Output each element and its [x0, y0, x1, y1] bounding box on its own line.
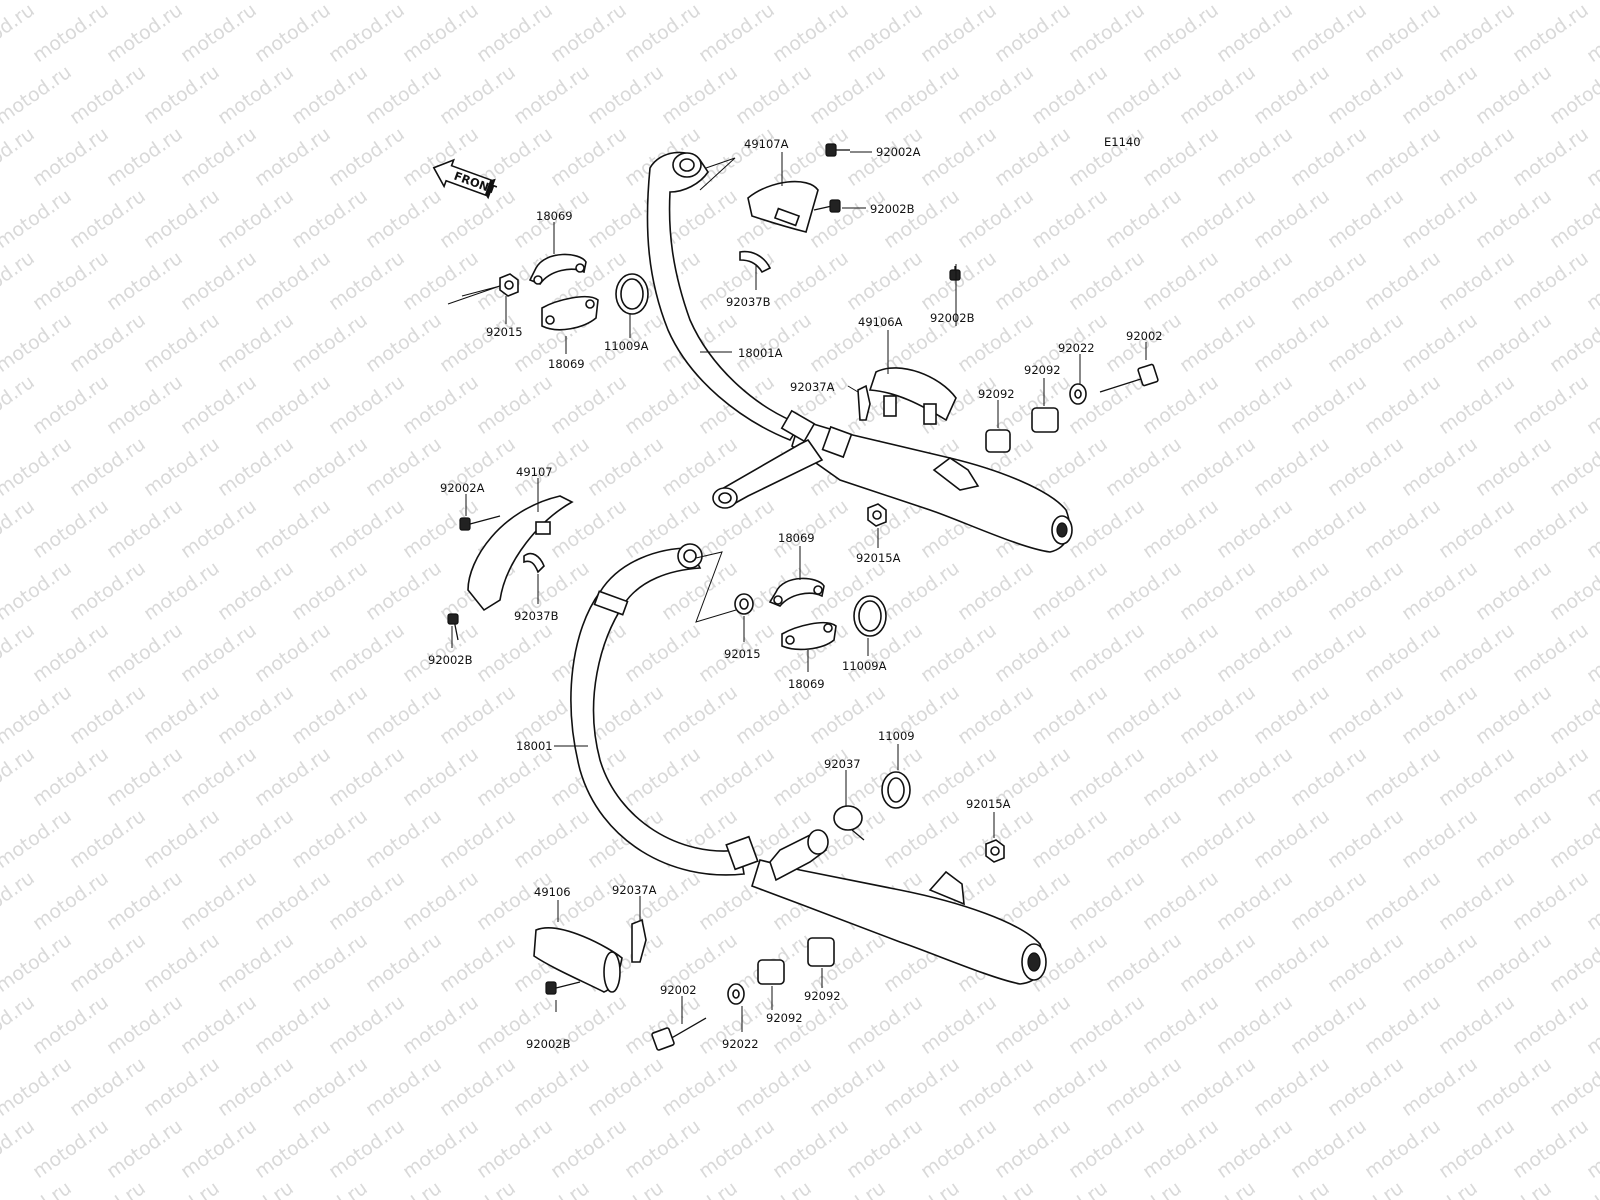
heat-guard-49106A — [868, 367, 957, 425]
bolt-92002B-top — [813, 199, 841, 213]
label-92037: 92037 — [824, 757, 861, 771]
label-11009: 11009 — [878, 729, 915, 743]
gasket-11009A-mid — [853, 595, 887, 637]
damper-92092-upper-a — [1031, 407, 1059, 433]
label-92022-bot: 92022 — [722, 1037, 759, 1051]
label-92002A-left: 92002A — [440, 481, 485, 495]
diagram-code: E1140 — [1104, 135, 1141, 149]
bolt-92002A-left — [459, 515, 501, 531]
lower-header-pipe — [570, 543, 745, 876]
label-18069-a: 18069 — [536, 209, 573, 223]
washer-92022-bot — [727, 983, 745, 1005]
heat-guard-49106 — [533, 927, 623, 993]
clamp-18069-upper-a — [528, 253, 587, 285]
upper-muffler — [780, 409, 1073, 553]
clamp-92037 — [833, 805, 865, 841]
label-18069-b: 18069 — [548, 357, 585, 371]
label-92092-a: 92092 — [1024, 363, 1061, 377]
label-18001A: 18001A — [738, 346, 783, 360]
label-92002-top: 92002 — [1126, 329, 1163, 343]
collar-11009 — [881, 771, 911, 809]
clamp-92037B-top — [739, 250, 772, 274]
label-49107A: 49107A — [744, 137, 789, 151]
label-18069-c: 18069 — [778, 531, 815, 545]
upper-header-pipe — [646, 151, 802, 441]
label-92015A-top: 92015A — [856, 551, 901, 565]
upper-balance-pipe — [712, 438, 824, 509]
label-92022-top: 92022 — [1058, 341, 1095, 355]
label-92092-b: 92092 — [978, 387, 1015, 401]
lower-balance-pipe — [769, 829, 829, 882]
damper-92092-lower-a — [757, 959, 785, 985]
heat-guard-49107A — [747, 180, 819, 233]
nut-92015A-bot — [985, 839, 1005, 863]
lower-muffler — [725, 835, 1047, 985]
clamp-92037A-bot — [631, 918, 647, 963]
label-18001: 18001 — [516, 739, 553, 753]
clamp-18069-lower-a — [768, 577, 825, 607]
nut-92015-top — [499, 273, 519, 297]
label-92037A-bot: 92037A — [612, 883, 657, 897]
label-11009A-mid: 11009A — [842, 659, 887, 673]
label-49107: 49107 — [516, 465, 553, 479]
label-92015-top: 92015 — [486, 325, 523, 339]
label-92015A-bot: 92015A — [966, 797, 1011, 811]
label-92037A-top: 92037A — [790, 380, 835, 394]
label-49106: 49106 — [534, 885, 571, 899]
label-92092-d: 92092 — [804, 989, 841, 1003]
label-92002B-top: 92002B — [870, 202, 915, 216]
label-11009A-top: 11009A — [604, 339, 649, 353]
label-92002B-left: 92002B — [428, 653, 473, 667]
bolt-92002B-bot — [545, 981, 581, 995]
label-92002B-bot: 92002B — [526, 1037, 571, 1051]
bolt-92002-bot — [651, 1017, 707, 1051]
part-labels: 49107A 92002A 92002B 18069 92015 18069 1… — [428, 137, 1163, 1051]
label-92002B-mid: 92002B — [930, 311, 975, 325]
label-92015-mid: 92015 — [724, 647, 761, 661]
clamp-18069-upper-b — [541, 295, 599, 331]
leader-lines — [447, 151, 1147, 1032]
nut-92015A-top — [867, 503, 887, 527]
bolt-92002B-left — [447, 613, 459, 641]
label-18069-d: 18069 — [788, 677, 825, 691]
label-92002A-top: 92002A — [876, 145, 921, 159]
label-49106A: 49106A — [858, 315, 903, 329]
clamp-18069-lower-b — [781, 621, 837, 651]
heat-guard-49107 — [467, 495, 574, 612]
clamp-92037B-left — [523, 552, 545, 574]
damper-92092-lower-b — [807, 937, 835, 967]
washer-92022-top — [1069, 383, 1087, 405]
front-arrow-icon: FRONT — [432, 158, 498, 200]
damper-92092-upper-b — [985, 429, 1011, 453]
front-arrow-label: FRONT — [452, 169, 498, 197]
bolt-92002B-mid — [949, 266, 961, 281]
label-92092-c: 92092 — [766, 1011, 803, 1025]
clamp-92037A-top — [857, 384, 871, 421]
label-92037B-top: 92037B — [726, 295, 771, 309]
bolt-92002A-top — [825, 143, 850, 157]
bolt-92002-top — [1099, 363, 1159, 393]
label-92002-bot: 92002 — [660, 983, 697, 997]
gasket-11009A-top — [615, 273, 649, 315]
nut-92015-mid — [734, 593, 754, 615]
label-92037B-left: 92037B — [514, 609, 559, 623]
